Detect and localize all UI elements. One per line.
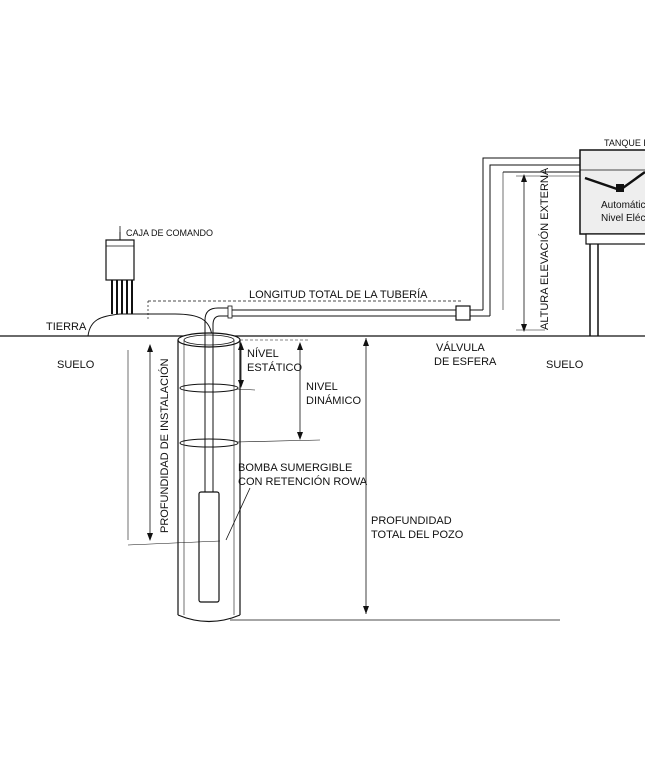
pump-label-2: CON RETENCIÓN ROWA — [238, 475, 368, 488]
static-level-dimension — [235, 339, 310, 391]
total-depth-label-1: PROFUNDIDAD — [371, 515, 452, 527]
total-depth-label-2: TOTAL DEL POZO — [371, 529, 464, 541]
dynamic-level-label-1: NIVEL — [306, 381, 338, 393]
control-box — [105, 232, 135, 314]
static-level-label-1: NÍVEL — [247, 347, 279, 360]
suelo-left-label: SUELO — [57, 359, 95, 371]
static-level-label-2: ESTÁTICO — [247, 361, 302, 374]
elevated-tank — [579, 149, 645, 336]
dynamic-level-label-2: DINÁMICO — [306, 394, 361, 407]
tierra-label: TIERRA — [46, 321, 87, 333]
installation-depth-label: PROFUNDIDAD DE INSTALACIÓN — [158, 358, 171, 533]
float-switch-label-1: Automátic — [601, 200, 645, 211]
control-box-label: CAJA DE COMANDO — [126, 228, 213, 238]
installation-depth-dimension — [127, 344, 221, 546]
valve-label-2: DE ESFERA — [434, 356, 497, 368]
ball-valve — [455, 305, 471, 321]
total-depth-dimension — [230, 338, 560, 621]
submersible-pump — [198, 491, 220, 603]
dynamic-level-ellipse — [179, 438, 239, 448]
well-casing — [177, 332, 241, 623]
suelo-right-label: SUELO — [546, 359, 584, 371]
valve-label-1: VÁLVULA — [436, 341, 485, 354]
float-switch-label-2: Nivel Eléct — [601, 213, 645, 224]
drop-pipe — [204, 305, 233, 492]
external-height-dimension — [516, 174, 580, 332]
tank-label: TANQUE E — [604, 138, 645, 148]
external-height-label: ALTURA ELEVACIÓN EXTERNA — [538, 167, 551, 330]
tierra-mound — [87, 313, 213, 337]
static-level-ellipse — [179, 383, 239, 393]
horizontal-pipe — [232, 309, 490, 317]
pump-label-1: BOMBA SUMERGIBLE — [238, 462, 352, 474]
float-switch-icon — [616, 184, 624, 192]
riser-pipe — [482, 157, 580, 316]
pump-leader — [225, 487, 251, 541]
pipe-length-label: LONGITUD TOTAL DE LA TUBERÍA — [249, 288, 428, 301]
dynamic-level-dimension — [235, 342, 321, 443]
